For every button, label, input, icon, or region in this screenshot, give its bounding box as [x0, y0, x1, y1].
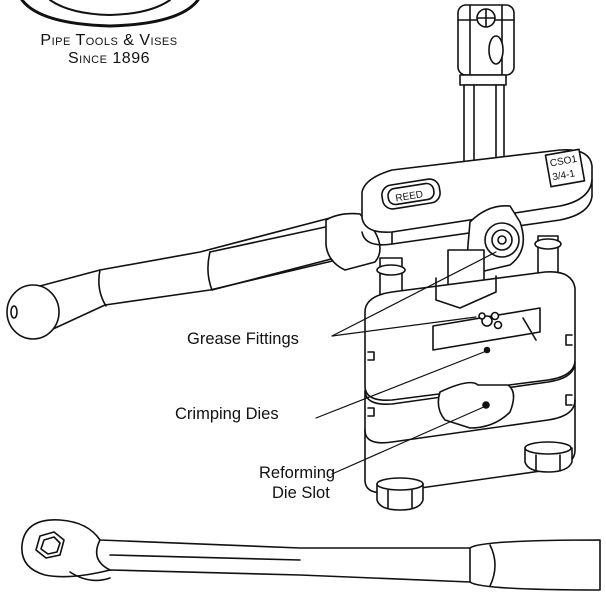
callout-reforming-line1: Reforming — [259, 464, 336, 482]
reed-logo-plate: REED — [381, 178, 441, 210]
top-screw — [457, 4, 515, 197]
upper-block — [364, 271, 576, 402]
callout-reforming-line2: Die Slot — [272, 484, 330, 502]
leader-reform — [331, 405, 487, 475]
lower-block — [364, 361, 576, 494]
plate-size: 3/4-1 — [552, 168, 577, 183]
brand-line-2: Since 1896 — [68, 50, 150, 67]
callout-crimping-dies: Crimping Dies — [175, 405, 279, 423]
grease-fittings — [478, 311, 503, 330]
bottom-nuts — [376, 441, 573, 511]
handle-socket — [325, 212, 381, 271]
brand-line-1: Pipe Tools & Vises — [40, 32, 178, 49]
callout-leaders — [315, 251, 497, 475]
main-handle — [6, 217, 346, 340]
model-plate: CSO1 3/4-1 — [544, 148, 586, 188]
leader-grease-1 — [331, 251, 497, 337]
logo-text: REED — [395, 189, 424, 204]
brand-tagline: Pipe Tools & Vises Since 1896 — [0, 32, 218, 68]
top-beam — [361, 149, 593, 246]
leader-crimp — [315, 351, 485, 419]
brand-logo-arc — [20, 0, 200, 28]
callout-grease-fittings: Grease Fittings — [187, 330, 299, 348]
ratchet-wrench — [21, 519, 601, 591]
leader-grease-2 — [331, 316, 477, 337]
plate-model: CSO1 — [549, 154, 578, 170]
